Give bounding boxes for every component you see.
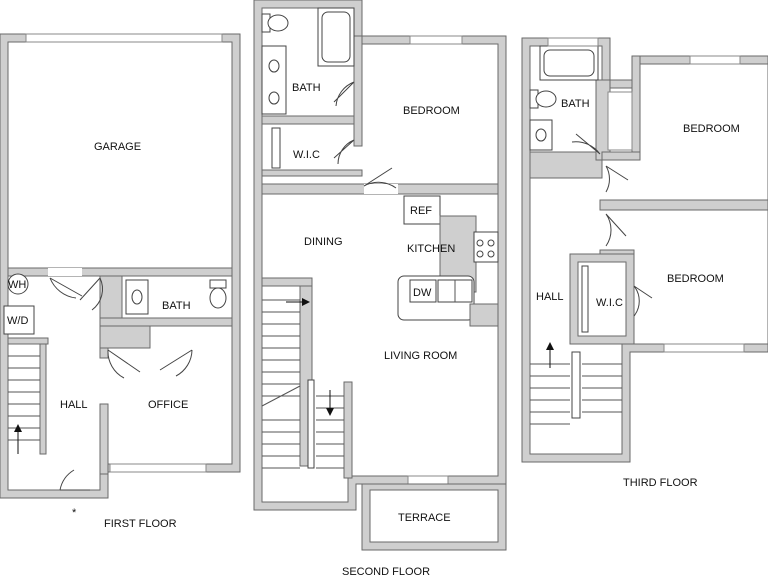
second-stair-right [343, 381, 353, 479]
third-floor-label: THIRD FLOOR [623, 477, 698, 489]
third-floor-plan: BATH BEDROOM BEDROOM HALL W.I.C THIRD FL… [521, 37, 768, 489]
wd-label: W/D [7, 315, 28, 327]
third-bath-label: BATH [561, 98, 590, 110]
garage-door-opening [25, 33, 223, 43]
dw-box [409, 279, 437, 303]
office-left-wall [99, 347, 109, 359]
first-bath-toilet [209, 287, 227, 309]
second-bath-label: BATH [292, 82, 321, 94]
ref-label: REF [410, 205, 432, 217]
bedroom-1-left-wall [631, 55, 641, 161]
office-label: OFFICE [148, 399, 188, 411]
third-stair-treads [530, 363, 622, 425]
third-stair-arrow [546, 342, 554, 368]
pantry-block [469, 303, 499, 327]
wd-box [3, 305, 35, 335]
second-floor-plan: BATH W.I.C BEDROOM DINING KITCHEN REF DW… [253, 0, 507, 576]
office-divider [99, 403, 109, 475]
wic-bottom-wall [261, 169, 363, 177]
office-window [109, 463, 207, 473]
terrace-walls [361, 483, 507, 551]
second-stair-wall-top [261, 277, 313, 287]
dining-label: DINING [304, 236, 343, 248]
second-bath-vanity [261, 45, 287, 115]
terrace-door [407, 475, 449, 485]
third-bedroom-2-label: BEDROOM [667, 273, 724, 285]
bath-wic-wall [261, 115, 355, 125]
upper-divider [353, 35, 363, 147]
garage-label: GARAGE [94, 141, 141, 153]
dw-label: DW [413, 287, 432, 299]
second-bedroom-label: BEDROOM [403, 105, 460, 117]
ref-box [403, 195, 441, 225]
bedroom-1-stub [601, 151, 641, 161]
bedroom-2-window [663, 343, 745, 353]
kitchen-label: KITCHEN [407, 243, 455, 255]
third-bedroom-1-label: BEDROOM [683, 123, 740, 135]
third-wic-shelf [581, 265, 589, 333]
bath-left-wall [99, 275, 123, 319]
second-wic-label: W.I.C [293, 149, 320, 161]
first-stair-arrow [14, 424, 22, 454]
second-stair-arrows [286, 298, 334, 416]
first-hall-label: HALL [60, 399, 88, 411]
third-floor-doors [571, 133, 653, 317]
bedroom-divider [599, 199, 768, 211]
wic-shelf [271, 127, 281, 169]
wh-circle [7, 273, 29, 295]
bedroom-1-closet [607, 91, 633, 151]
first-stair-treads [8, 355, 40, 441]
garage-wall [7, 267, 233, 277]
third-stair-rail [571, 351, 581, 419]
first-floor-plan: * GARAGE BATH HALL OFFICE WH W/D FIRST F… [0, 33, 241, 530]
first-floor-label: FIRST FLOOR [104, 518, 177, 530]
second-floor-doors [333, 81, 397, 189]
third-bath-toilet [535, 90, 557, 108]
kitchen-counter-top [473, 231, 499, 263]
second-bath-toilet [267, 14, 289, 32]
second-stair-rail [307, 379, 315, 469]
first-stair-side [39, 343, 47, 455]
wh-label: WH [8, 279, 26, 291]
third-hall-label: HALL [536, 291, 564, 303]
first-stair-wall [7, 337, 49, 345]
first-bath-toilet-tank [209, 279, 227, 289]
first-bath-label: BATH [162, 300, 191, 312]
third-floor-walls [521, 37, 768, 463]
bedroom-1-window [689, 55, 741, 65]
first-marker: * [72, 507, 77, 519]
third-wic-label: W.I.C [596, 297, 623, 309]
bedroom-window [409, 35, 463, 45]
closet-block [99, 325, 151, 349]
third-bath-window [547, 37, 599, 47]
bath-bottom-wall [99, 317, 233, 327]
first-floor-doors [49, 277, 193, 491]
second-floor-label: SECOND FLOOR [342, 566, 430, 576]
third-bath-bottom-wall [529, 151, 603, 179]
terrace-label: TERRACE [398, 512, 451, 524]
garage-wall-cut [48, 268, 82, 276]
living-room-label: LIVING ROOM [384, 350, 457, 362]
bedroom-door-gap [364, 184, 398, 194]
